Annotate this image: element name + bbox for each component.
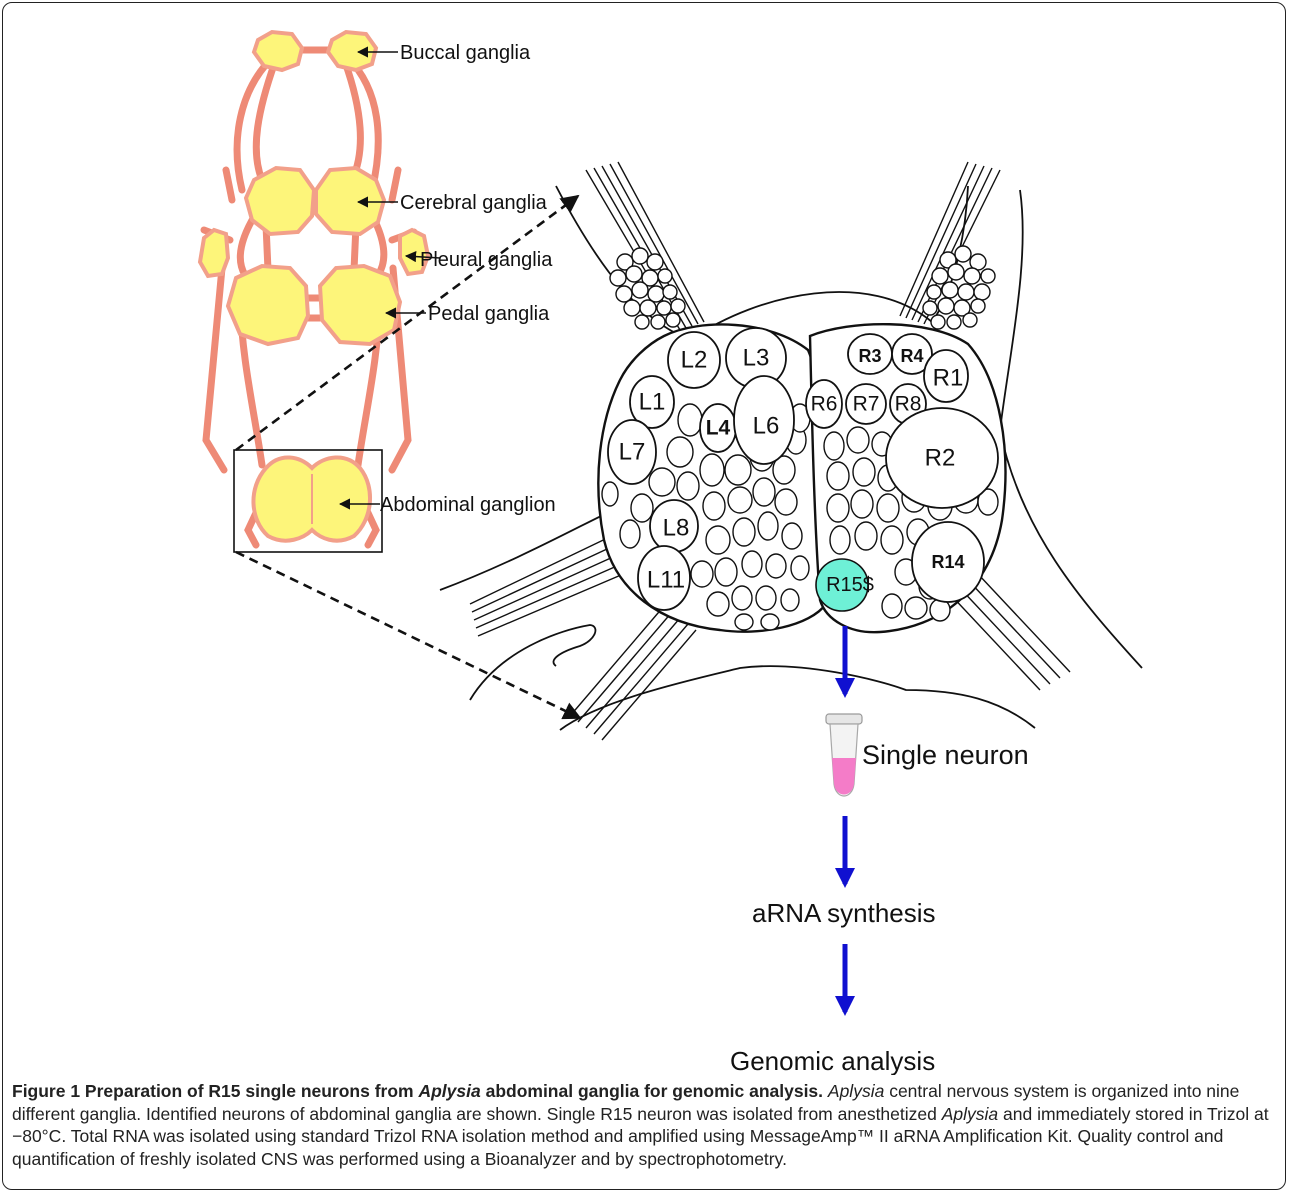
microtube-icon — [826, 714, 862, 796]
figure-illustration: Buccal ganglia Cerebral ganglia Pleural … — [0, 0, 1290, 1075]
label-L8: L8 — [663, 515, 690, 542]
small-cell-cluster-left — [610, 248, 685, 329]
caption-title-b: abdominal ganglia for genomic analysis. — [481, 1081, 823, 1101]
caption-species-1: Aplysia — [828, 1081, 884, 1101]
caption-species-2: Aplysia — [942, 1104, 998, 1124]
label-R4: R4 — [900, 346, 923, 366]
workflow-step-arna-synthesis: aRNA synthesis — [752, 898, 936, 928]
label-L1: L1 — [639, 389, 666, 416]
label-L6: L6 — [753, 413, 780, 440]
cerebral-ganglion-left — [246, 168, 314, 234]
label-pleural-ganglia: Pleural ganglia — [420, 249, 553, 271]
pedal-ganglion-left — [228, 266, 308, 344]
label-L3: L3 — [743, 345, 770, 372]
workflow-step-genomic-analysis: Genomic analysis — [730, 1046, 935, 1075]
label-R15: R15$ — [826, 574, 874, 596]
label-L7: L7 — [619, 439, 646, 466]
caption-title-a: Figure 1 Preparation of R15 single neuro… — [12, 1081, 418, 1101]
pedal-ganglion-right — [320, 266, 400, 344]
label-R3: R3 — [858, 346, 881, 366]
buccal-ganglion-left — [254, 32, 302, 70]
cerebral-ganglion-right — [316, 168, 384, 234]
nerve-bundle-left — [470, 532, 628, 636]
label-R2: R2 — [925, 445, 956, 472]
workflow-step-single-neuron: Single neuron — [862, 740, 1029, 770]
label-pedal-ganglia: Pedal ganglia — [428, 303, 550, 325]
label-R7: R7 — [853, 393, 880, 416]
label-R1: R1 — [933, 365, 964, 392]
label-cerebral-ganglia: Cerebral ganglia — [400, 192, 548, 214]
pleural-ganglion-left — [200, 230, 228, 276]
figure-caption: Figure 1 Preparation of R15 single neuro… — [12, 1080, 1274, 1170]
caption-title-species: Aplysia — [418, 1081, 480, 1101]
label-L2: L2 — [681, 347, 708, 374]
label-buccal-ganglia: Buccal ganglia — [400, 42, 531, 64]
label-L4: L4 — [706, 417, 731, 440]
buccal-ganglion-right — [328, 32, 376, 70]
label-R6: R6 — [811, 393, 838, 416]
label-L11: L11 — [647, 567, 685, 594]
label-R14: R14 — [931, 552, 964, 572]
label-abdominal-ganglion: Abdominal ganglion — [380, 494, 556, 516]
label-R8: R8 — [895, 393, 922, 416]
